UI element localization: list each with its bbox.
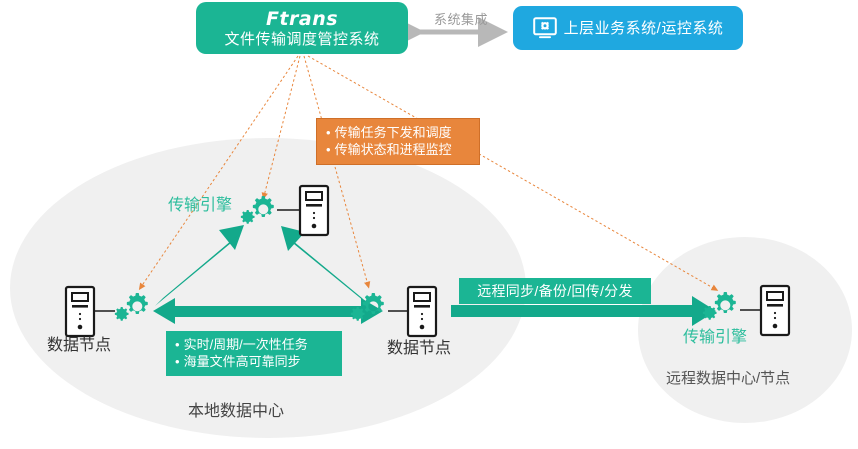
task-callout-line-2: 海量文件高可靠同步 <box>175 353 333 370</box>
engine-remote-label: 传输引擎 <box>683 329 748 346</box>
remote-sync-tag: 远程同步/备份/回传/分发 <box>459 278 651 304</box>
engine-top-server-icon <box>298 184 330 237</box>
product-box-subtitle: 文件传输调度管控系统 <box>224 30 380 48</box>
node-left-gears-icon <box>114 293 148 321</box>
engine-top-gears-icon <box>240 196 274 224</box>
system-integration-label: 系统集成 <box>433 12 488 27</box>
task-callout: 实时/周期/一次性任务 海量文件高可靠同步 <box>166 331 342 377</box>
node-mid-server-icon <box>406 285 438 338</box>
engine-remote-server-icon <box>759 284 791 337</box>
node-mid-label: 数据节点 <box>387 340 452 357</box>
mid-to-engine-arrow <box>281 226 370 306</box>
control-callout-line-1: 传输任务下发和调度 <box>326 124 470 141</box>
gear-monitor-icon <box>532 17 557 39</box>
control-callout: 传输任务下发和调度 传输状态和进程监控 <box>316 118 480 166</box>
control-links <box>138 55 719 291</box>
control-callout-line-2: 传输状态和进程监控 <box>326 141 470 158</box>
node-left-label: 数据节点 <box>47 337 112 354</box>
left-to-engine-arrow <box>155 225 244 306</box>
ftrans-logo: Ftrans <box>265 7 339 30</box>
task-callout-line-1: 实时/周期/一次性任务 <box>175 336 333 353</box>
local-datacenter-label: 本地数据中心 <box>188 403 285 420</box>
external-system-box[interactable]: 上层业务系统/运控系统 <box>513 6 743 50</box>
node-mid-gears-icon <box>350 293 384 321</box>
node-left-server-icon <box>64 285 96 338</box>
local-bidirectional-arrow <box>153 298 383 324</box>
product-box[interactable]: Ftrans 文件传输调度管控系统 <box>196 2 408 54</box>
engine-top-label: 传输引擎 <box>168 197 233 214</box>
remote-datacenter-label: 远程数据中心/节点 <box>666 370 791 387</box>
local-datacenter-zone <box>10 138 526 438</box>
external-system-label: 上层业务系统/运控系统 <box>563 19 724 37</box>
engine-remote-gears-icon <box>702 292 736 320</box>
